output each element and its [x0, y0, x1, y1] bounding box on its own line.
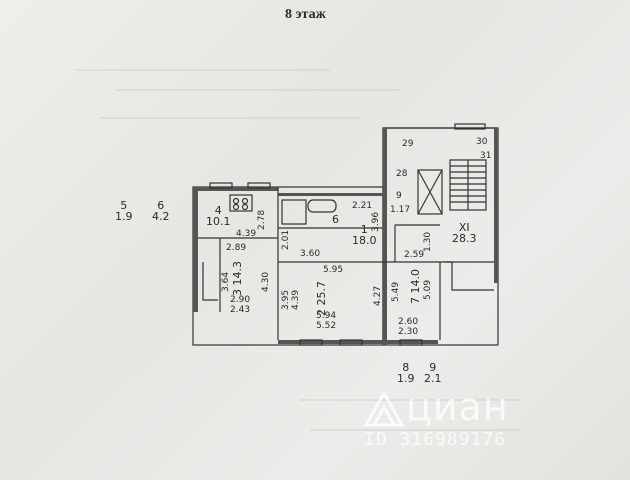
room-number: 4 [214, 204, 222, 217]
dimension-label: 2.43 [230, 305, 251, 315]
room-9: 9 2.1 [424, 362, 442, 384]
watermark: циан ID 316989176 [362, 385, 592, 455]
stair-label: 1.17 [390, 205, 411, 215]
room-area: 14.3 [231, 261, 244, 286]
room-area: 28.3 [452, 232, 477, 245]
room-7: 7 14.0 [409, 269, 422, 304]
room-number: 5 [120, 199, 128, 212]
dimension-label: 2.30 [398, 327, 419, 337]
room-area: 18.0 [352, 234, 377, 247]
room-3: 3 14.3 [231, 261, 244, 296]
room-number: 9 [429, 361, 437, 374]
cian-logo-icon [363, 389, 405, 427]
room-area: 4.2 [152, 210, 170, 223]
room-area: 14.0 [409, 269, 422, 294]
dimension-label: 5.52 [316, 321, 337, 331]
room-6: 6 4.2 [152, 200, 170, 222]
room-number: 6 [332, 213, 339, 226]
room-number: 8 [402, 361, 410, 374]
room-8: 8 1.9 [397, 362, 415, 384]
room-number: 1 [360, 223, 368, 236]
dimension-label: 2.89 [226, 243, 247, 253]
room-number: XI [458, 221, 470, 234]
dimension-label: 2.60 [398, 317, 419, 327]
dimension-label: 5.95 [323, 265, 344, 275]
stair-label: 31 [480, 151, 492, 161]
room-6-bath: 6 [332, 214, 339, 225]
dimension-label: 4.30 [261, 271, 271, 292]
stair-label: 28 [396, 169, 408, 179]
dimension-label: 2.90 [230, 295, 251, 305]
dimension-label: 5.94 [316, 311, 337, 321]
stair-label: 29 [402, 139, 414, 149]
room-area: 1.9 [115, 210, 133, 223]
watermark-brand: циан [406, 385, 509, 429]
dimension-label: 3.60 [300, 249, 321, 259]
room-area: 10.1 [206, 215, 231, 228]
room-5: 5 1.9 [115, 200, 133, 222]
dimension-label: 4.39 [291, 289, 301, 310]
stair-label: 30 [476, 137, 488, 147]
floor-title: 8 этаж [285, 7, 326, 22]
bleed-through-lines [75, 69, 520, 431]
stair-label: 9 [396, 191, 402, 201]
room-4: 4 10.1 [206, 205, 231, 227]
dimension-label: 2.78 [257, 209, 267, 230]
watermark-listing-id: ID 316989176 [364, 429, 507, 450]
dimension-label: 1.30 [423, 231, 433, 252]
dimension-label: 3.96 [371, 211, 381, 232]
room-1: 1 18.0 [352, 224, 377, 246]
dimension-label: 4.39 [236, 229, 257, 239]
dimension-label: 5.49 [391, 281, 401, 302]
dimension-label: 5.09 [423, 279, 433, 300]
dimension-label: 3.95 [281, 289, 291, 310]
dimension-label: 3.64 [221, 271, 231, 292]
dimension-label: 2.59 [404, 250, 425, 260]
room-XI: XI 28.3 [452, 222, 477, 244]
plan-walls [75, 69, 520, 431]
dimension-label: 4.27 [373, 285, 383, 306]
room-area: 25.7 [315, 281, 328, 306]
room-area: 1.9 [397, 372, 415, 385]
room-area: 2.1 [424, 372, 442, 385]
dimension-label: 2.21 [352, 201, 373, 211]
room-number: 6 [157, 199, 165, 212]
dimension-label: 2.01 [281, 229, 291, 250]
room-number: 7 [409, 297, 422, 304]
